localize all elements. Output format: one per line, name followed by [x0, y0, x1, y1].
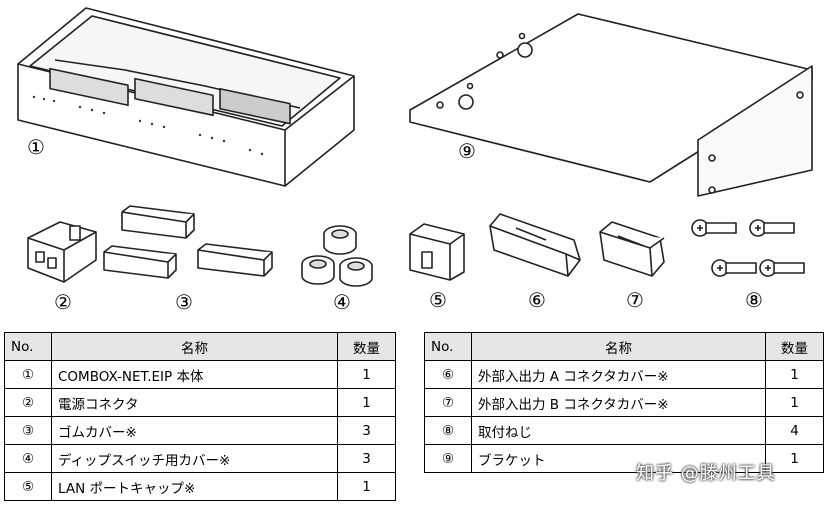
part-label-8: ⑧ — [745, 288, 763, 312]
row-no: ⑦ — [424, 388, 472, 417]
table-row: ① COMBOX-NET.EIP 本体 1 — [4, 360, 396, 389]
parts-illustration — [17, 7, 813, 287]
row-name: 外部入出力 A コネクタカバー※ — [471, 360, 766, 389]
row-no: ⑥ — [424, 360, 472, 389]
main-unit-drawing — [17, 7, 355, 187]
row-no: ⑤ — [4, 472, 52, 501]
row-no: ④ — [4, 444, 52, 473]
cover-a-drawing — [489, 213, 581, 277]
table-row: ⑧ 取付ねじ 4 — [424, 416, 824, 445]
header-name: 名称 — [471, 332, 766, 361]
row-name: ゴムカバー※ — [51, 416, 338, 445]
row-name: COMBOX-NET.EIP 本体 — [51, 360, 338, 389]
rubber-covers-drawing — [103, 205, 273, 279]
row-qty: 4 — [765, 416, 824, 445]
row-no: ⑧ — [424, 416, 472, 445]
part-label-5: ⑤ — [429, 288, 447, 312]
watermark: 知乎 @滕州工具 — [636, 463, 776, 484]
row-qty: 1 — [765, 360, 824, 389]
part-label-9: ⑨ — [458, 139, 476, 163]
part-label-3: ③ — [175, 290, 193, 314]
part-label-2: ② — [54, 290, 72, 314]
row-name: LAN ポートキャップ※ — [51, 472, 338, 501]
table-row: ② 電源コネクタ 1 — [4, 388, 396, 417]
row-qty: 1 — [337, 388, 396, 417]
part-label-6: ⑥ — [528, 288, 546, 312]
row-name: 外部入出力 B コネクタカバー※ — [471, 388, 766, 417]
table-row: ⑦ 外部入出力 B コネクタカバー※ 1 — [424, 388, 824, 417]
part-label-1: ① — [27, 135, 45, 159]
table-row: ⑤ LAN ポートキャップ※ 1 — [4, 472, 396, 501]
header-no: No. — [4, 332, 52, 361]
dip-switch-covers-drawing — [301, 225, 373, 287]
power-connector-drawing — [27, 221, 97, 283]
row-qty: 3 — [337, 416, 396, 445]
row-no: ② — [4, 388, 52, 417]
row-qty: 1 — [765, 444, 824, 473]
lan-port-cap-drawing — [409, 223, 465, 281]
header-qty: 数量 — [765, 332, 824, 361]
table-header-row: No. 名称 数量 — [424, 332, 824, 361]
row-no: ① — [4, 360, 52, 389]
parts-table-right: No. 名称 数量 ⑥ 外部入出力 A コネクタカバー※ 1 ⑦ 外部入出力 B… — [424, 332, 824, 473]
part-label-4: ④ — [333, 290, 351, 314]
header-no: No. — [424, 332, 472, 361]
bracket-drawing — [409, 13, 813, 197]
row-no: ⑨ — [424, 444, 472, 473]
table-row: ③ ゴムカバー※ 3 — [4, 416, 396, 445]
row-qty: 1 — [337, 360, 396, 389]
row-name: ブラケット — [471, 444, 766, 473]
header-name: 名称 — [51, 332, 338, 361]
table-row: ④ ディップスイッチ用カバー※ 3 — [4, 444, 396, 473]
screws-drawing — [691, 219, 805, 277]
cover-b-drawing — [599, 221, 665, 277]
row-qty: 3 — [337, 444, 396, 473]
header-qty: 数量 — [337, 332, 396, 361]
row-qty: 1 — [765, 388, 824, 417]
row-name: 電源コネクタ — [51, 388, 338, 417]
parts-table-left: No. 名称 数量 ① COMBOX-NET.EIP 本体 1 ② 電源コネクタ… — [4, 332, 396, 501]
table-row: ⑥ 外部入出力 A コネクタカバー※ 1 — [424, 360, 824, 389]
row-name: ディップスイッチ用カバー※ — [51, 444, 338, 473]
row-qty: 1 — [337, 472, 396, 501]
part-label-7: ⑦ — [626, 288, 644, 312]
row-name: 取付ねじ — [471, 416, 766, 445]
row-no: ③ — [4, 416, 52, 445]
table-header-row: No. 名称 数量 — [4, 332, 396, 361]
table-row: ⑨ ブラケット 1 — [424, 444, 824, 473]
